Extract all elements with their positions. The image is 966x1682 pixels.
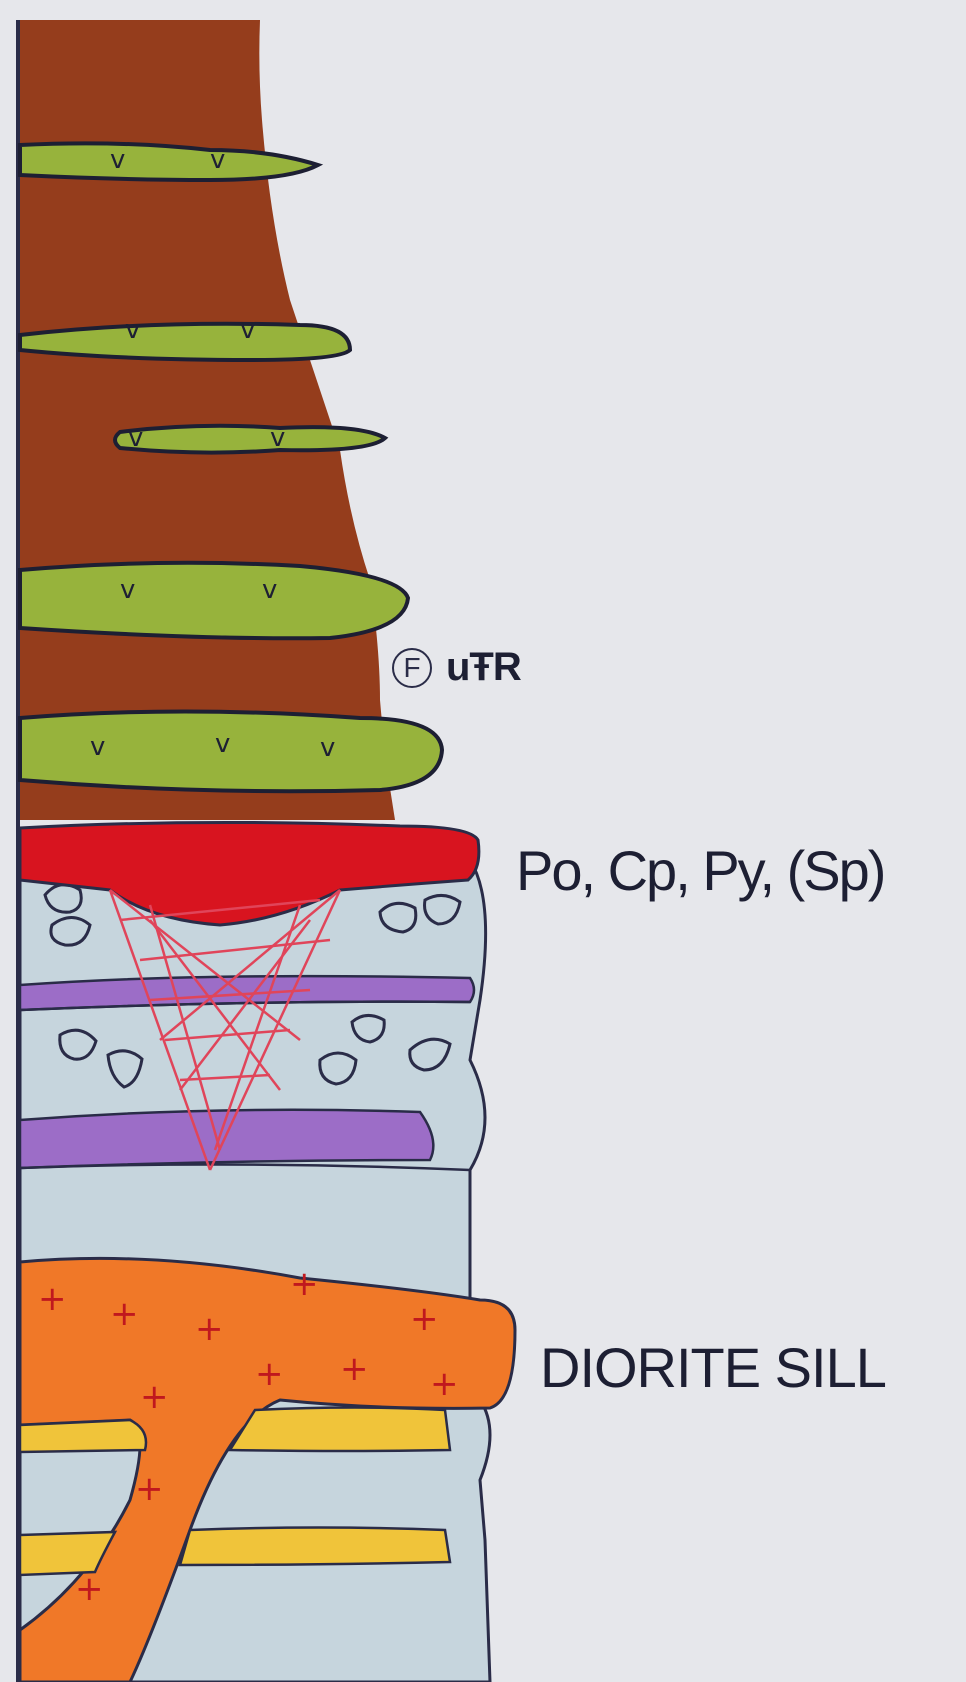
volcanic-v-mark: v: [90, 732, 105, 762]
mineral-assemblage-label: Po, Cp, Py, (Sp): [516, 839, 886, 902]
intrusive-pattern: + + + + + + + + + + +: [38, 1264, 459, 1609]
intrusive-plus-mark: +: [290, 1264, 319, 1304]
bed-contact: [19, 1163, 471, 1172]
fossil-locality-icon: F: [392, 647, 432, 688]
volcanic-v-mark: v: [210, 145, 225, 175]
stockwork-veins: [108, 889, 342, 1171]
intrusive-plus-mark: +: [135, 1469, 164, 1509]
age-label: uŦR: [446, 645, 522, 689]
intrusive-plus-mark: +: [195, 1309, 224, 1349]
carbonate-clasts: [43, 883, 462, 1089]
massive-sulfide-lens: [18, 820, 481, 927]
volcanic-v-mark: v: [215, 729, 230, 759]
column-left-edge: [16, 20, 20, 1682]
volcanic-v-mark: v: [320, 733, 335, 763]
volcanic-v-mark: v: [128, 423, 143, 453]
volcanic-v-mark: v: [270, 423, 285, 453]
volcanic-v-mark: v: [262, 575, 277, 605]
volcanic-v-mark: v: [125, 315, 140, 345]
intrusive-plus-mark: +: [410, 1299, 439, 1339]
intrusive-plus-mark: +: [430, 1364, 459, 1404]
fossil-age-label: F uŦR: [392, 645, 522, 690]
yellow-band-upper: [18, 1406, 452, 1454]
intrusive-plus-mark: +: [140, 1377, 169, 1417]
volcanic-layers: [18, 141, 445, 794]
diorite-sill-label: DIORITE SILL: [540, 1336, 887, 1399]
volcanic-v-mark: v: [240, 315, 255, 345]
intrusive-plus-mark: +: [255, 1354, 284, 1394]
intrusive-plus-mark: +: [75, 1569, 104, 1609]
intrusive-plus-mark: +: [38, 1279, 67, 1319]
volcanic-v-mark: v: [120, 575, 135, 605]
intrusive-plus-mark: +: [340, 1349, 369, 1389]
volcanic-v-mark: v: [110, 145, 125, 175]
purple-band-lower: [18, 1108, 435, 1170]
yellow-band-lower: [18, 1526, 452, 1577]
diorite-sill: [18, 1256, 517, 1682]
sedimentary-unit: [20, 20, 395, 820]
volcanic-pattern: v v v v v v v v v v v: [90, 145, 335, 763]
intrusive-plus-mark: +: [110, 1294, 139, 1334]
